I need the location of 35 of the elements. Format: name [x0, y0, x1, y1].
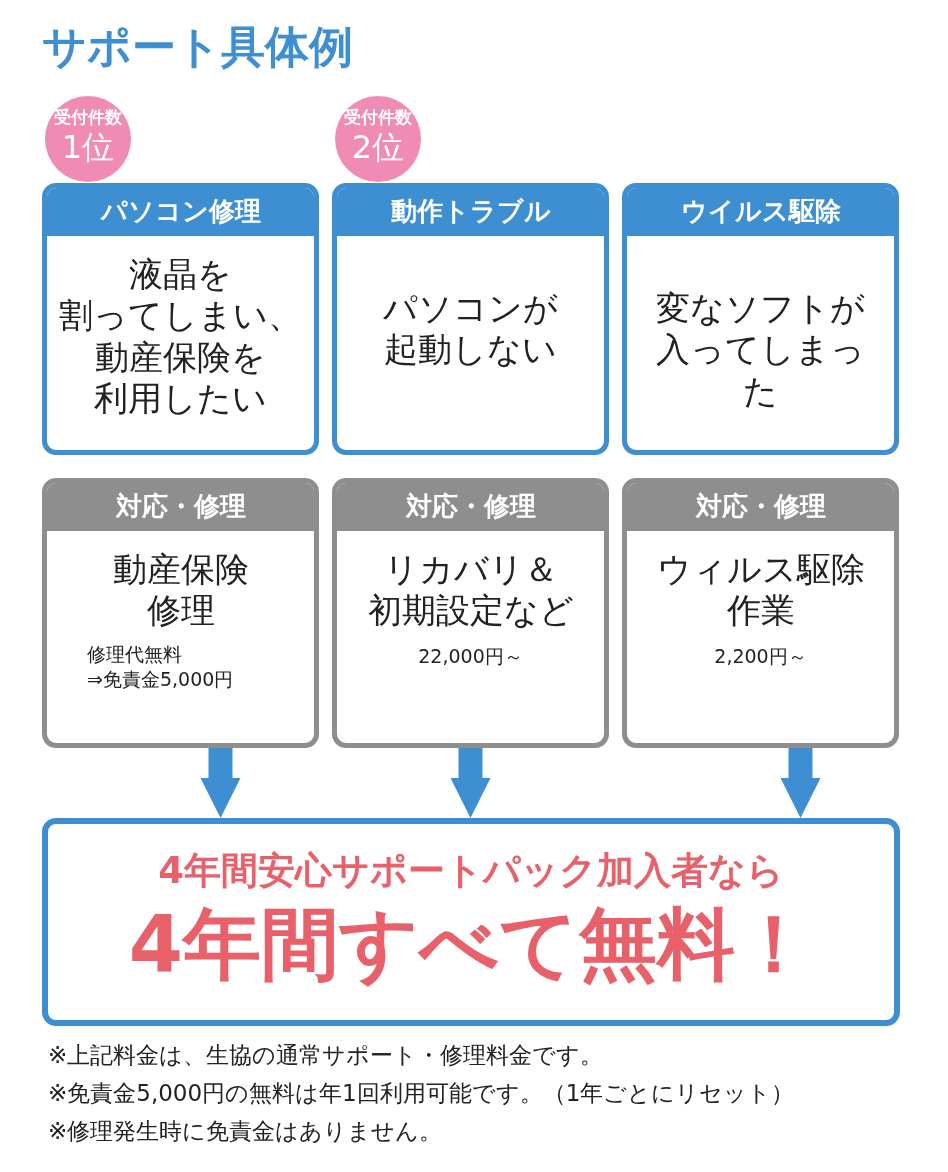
card-text: ウィルス駆除作業: [655, 549, 866, 632]
card-header: 対応・修理: [337, 483, 604, 531]
card-header: パソコン修理: [47, 188, 314, 236]
footnote: ※免責金5,000円の無料は年1回利用可能です。（1年ごとにリセット）: [48, 1079, 795, 1108]
card-text: パソコンが起動しない: [382, 288, 559, 371]
offer-headline: 4年間すべて無料！: [127, 902, 815, 988]
arrow: [780, 748, 821, 818]
footnote: ※修理発生時に免責金はありません。: [48, 1117, 443, 1146]
title: サポート具体例: [42, 20, 353, 74]
price-note: 2,200円～: [713, 643, 808, 669]
info-card: [332, 478, 609, 748]
card-header: 対応・修理: [47, 483, 314, 531]
arrow: [200, 748, 241, 818]
card-header: 対応・修理: [627, 483, 894, 531]
arrow: [450, 748, 491, 818]
offer-box: [42, 818, 900, 1026]
card-header: 動作トラブル: [337, 188, 604, 236]
info-card: [42, 478, 319, 748]
info-card: [622, 478, 899, 748]
info-card: [622, 183, 899, 455]
card-text: 液晶を割ってしまい、動産保険を利用したい: [58, 254, 303, 420]
price-note: 修理代無料⇒免責金5,000円: [86, 641, 235, 692]
card-text: リカバリ＆初期設定など: [366, 549, 575, 632]
badge-caption: 受付件数: [343, 106, 413, 129]
card-text: 変なソフトが入ってしまった: [655, 288, 866, 413]
badge-caption: 受付件数: [53, 106, 123, 129]
rank-number: 1位: [60, 129, 116, 165]
offer-subtitle: 4年間安心サポートパック加入者なら: [157, 848, 785, 894]
card-header: ウイルス駆除: [627, 188, 894, 236]
info-card: [332, 183, 609, 455]
price-note: 22,000円～: [417, 643, 524, 669]
rank-number: 2位: [350, 129, 406, 165]
footnote: ※上記料金は、生協の通常サポート・修理料金です。: [48, 1041, 604, 1070]
info-card: [42, 183, 319, 455]
card-text: 動産保険修理: [111, 549, 250, 632]
